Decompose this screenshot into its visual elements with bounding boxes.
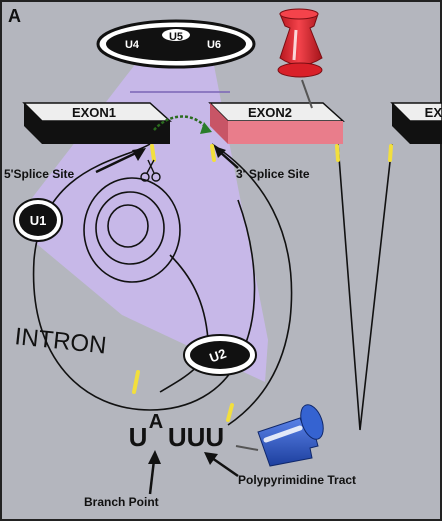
polypyrimidine-tract-label: Polypyrimidine Tract (238, 473, 356, 487)
u2-snrnp: U2 (184, 335, 256, 375)
u4-label: U4 (125, 39, 140, 51)
branch-a-letter: A (149, 411, 163, 433)
exon1-label: EXON1 (72, 105, 116, 120)
exon1-block: EXON1 (24, 103, 170, 144)
branch-point-label: Branch Point (84, 495, 159, 509)
exon2-label: EXON2 (248, 105, 292, 120)
u1-snrnp: U1 (14, 199, 62, 241)
exon3-label: EX (425, 105, 442, 120)
u6-label: U6 (207, 39, 221, 51)
branch-u-letter: U (129, 422, 148, 452)
polypyrimidine-uuu: UUU (168, 422, 224, 452)
u5-label: U5 (169, 31, 183, 43)
five-prime-splice-site-label: 5'Splice Site (4, 167, 75, 181)
u4-u5-u6-snrnp: U4 U5 U6 (98, 21, 254, 67)
three-prime-splice-site-label: 3' Splice Site (236, 167, 310, 181)
u1-label: U1 (30, 213, 47, 228)
exon2-block: EXON2 (210, 103, 343, 144)
panel-label: A (8, 6, 21, 26)
